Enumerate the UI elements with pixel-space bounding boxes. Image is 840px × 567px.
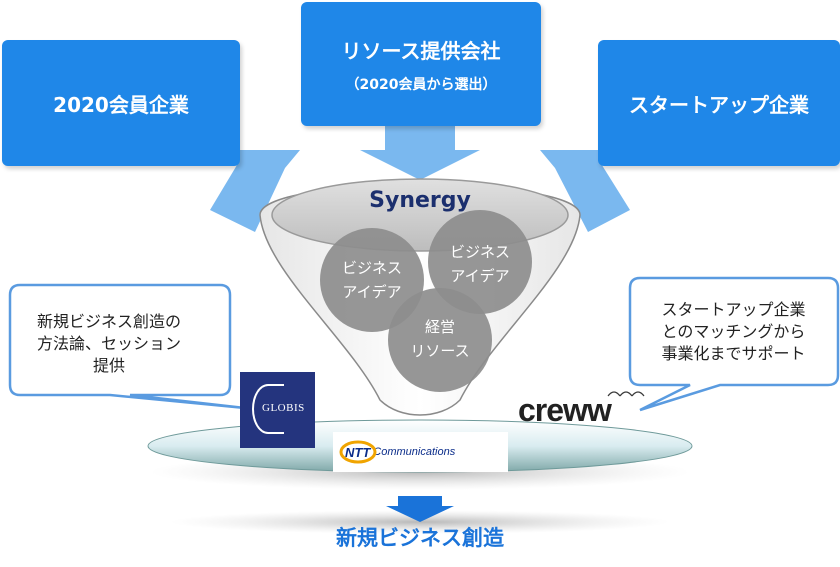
arrow-left (210, 150, 300, 232)
callout-line: 新規ビジネス創造の (36, 312, 181, 331)
globis-logo: GLOBIS (240, 372, 315, 448)
output-title: 新規ビジネス創造 (336, 526, 504, 550)
circle-business-idea-left (320, 228, 424, 332)
box-member-companies: 2020会員企業 (2, 40, 240, 166)
circle-text: ビジネス (341, 259, 402, 277)
box-startups-label: スタートアップ企業 (629, 92, 809, 117)
arrow-right (540, 150, 630, 232)
callout-right (628, 276, 840, 412)
circle-text: アイデア (450, 267, 510, 285)
callout-line: 方法論、セッション (36, 334, 181, 353)
ntt-name-text: Communications (373, 446, 456, 458)
callout-line: スタートアップ企業 (661, 300, 806, 319)
funnel-label: Synergy (369, 188, 471, 213)
ntt-communications-logo: NTT Communications (333, 432, 508, 472)
circle-text: アイデア (342, 283, 402, 301)
circle-text: リソース (410, 342, 470, 360)
circle-text: 経営 (424, 318, 455, 336)
ntt-swirl-icon (339, 440, 377, 464)
arrow-down (386, 496, 454, 522)
globis-text: GLOBIS (262, 402, 305, 414)
box-resource-providers-sub: （2020会員から選出） (345, 76, 497, 93)
creww-logo: creww (518, 392, 612, 428)
creww-mark (607, 391, 645, 397)
circle-management-resources-label: 経営 リソース (390, 315, 490, 363)
circle-management-resources (388, 288, 492, 392)
box-member-companies-label: 2020会員企業 (53, 92, 189, 117)
callout-line: 提供 (92, 356, 125, 375)
box-resource-providers-title: リソース提供会社 (341, 38, 501, 63)
box-startups: スタートアップ企業 (598, 40, 840, 166)
callout-left-text: 新規ビジネス創造の 方法論、セッション 提供 (14, 311, 204, 377)
arrow-top (360, 126, 480, 180)
circle-text: ビジネス (449, 243, 510, 261)
circle-business-idea-left-label: ビジネス アイデア (322, 256, 422, 304)
ntt-brand-text: NTT (345, 444, 371, 460)
box-resource-providers: リソース提供会社 （2020会員から選出） (301, 2, 541, 126)
circle-business-idea-right (428, 210, 532, 314)
callout-left (8, 283, 246, 410)
callout-right-text: スタートアップ企業 とのマッチングから 事業化までサポート (636, 299, 831, 365)
globis-g-mark (252, 384, 284, 434)
callout-line: とのマッチングから (661, 322, 806, 341)
circle-business-idea-right-label: ビジネス アイデア (430, 240, 530, 288)
callout-line: 事業化までサポート (661, 344, 806, 363)
